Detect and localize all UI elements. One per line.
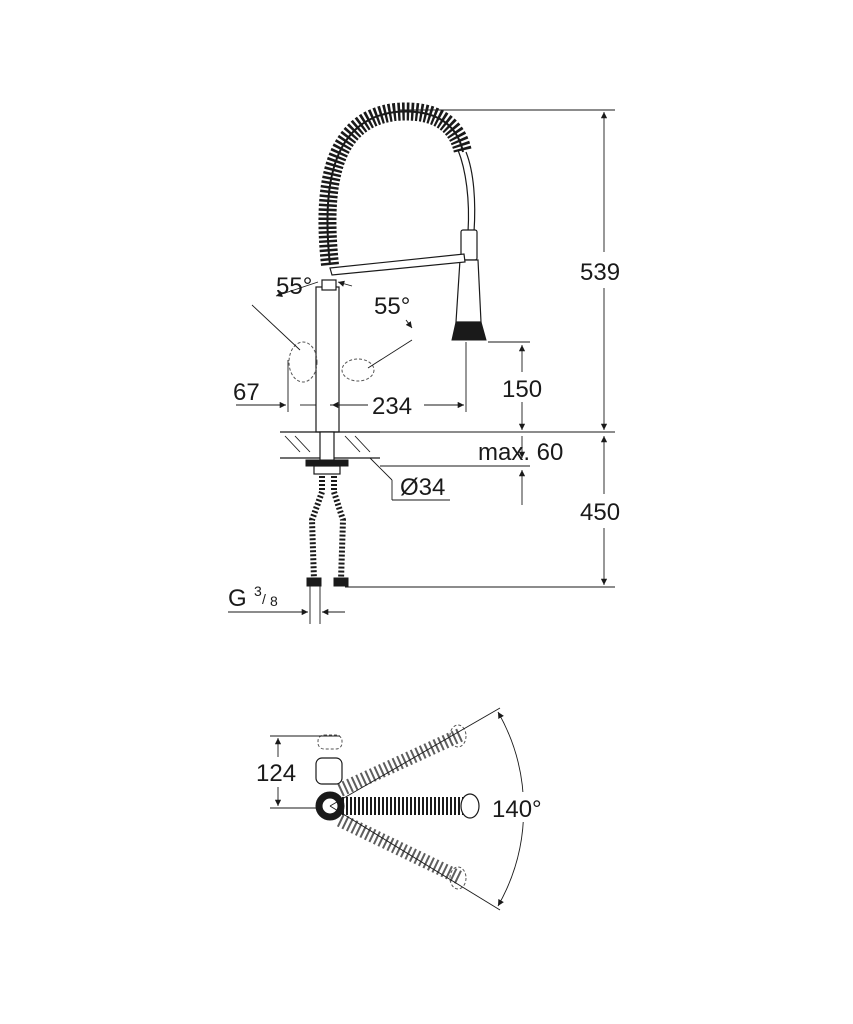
supply-hoses (306, 476, 349, 587)
dim-height-total: 539 (580, 259, 620, 286)
faucet-body (315, 286, 340, 433)
svg-text:/: / (262, 591, 266, 607)
dim-lever-offset: 67 (233, 379, 260, 406)
dim-angle-left: 55° (276, 273, 312, 300)
swivel-positions (330, 724, 480, 890)
dim-below-counter: 450 (580, 499, 620, 526)
dim-angle-right: 55° (374, 293, 410, 320)
dim-top-view-depth: 124 (256, 760, 296, 787)
spray-hose (457, 149, 470, 233)
top-view: 124 140° (254, 707, 548, 911)
dim-swivel-angle: 140° (492, 796, 542, 823)
holder-arm (329, 253, 466, 276)
lever-ghosts (251, 304, 413, 383)
dim-counter-thickness: max. 60 (478, 439, 563, 466)
dim-connection-prefix: G (228, 585, 247, 612)
dim-connection-num: 3 (254, 583, 262, 599)
spring-coil (318, 102, 472, 266)
spray-head (451, 229, 487, 341)
dim-spout-clearance: 150 (502, 376, 542, 403)
dim-connection-den: 8 (270, 593, 278, 609)
dim-reach: 234 (372, 393, 412, 420)
dim-hole-diameter: Ø34 (400, 474, 445, 501)
side-view: 539 450 150 max. 60 234 67 Ø34 (228, 102, 630, 624)
